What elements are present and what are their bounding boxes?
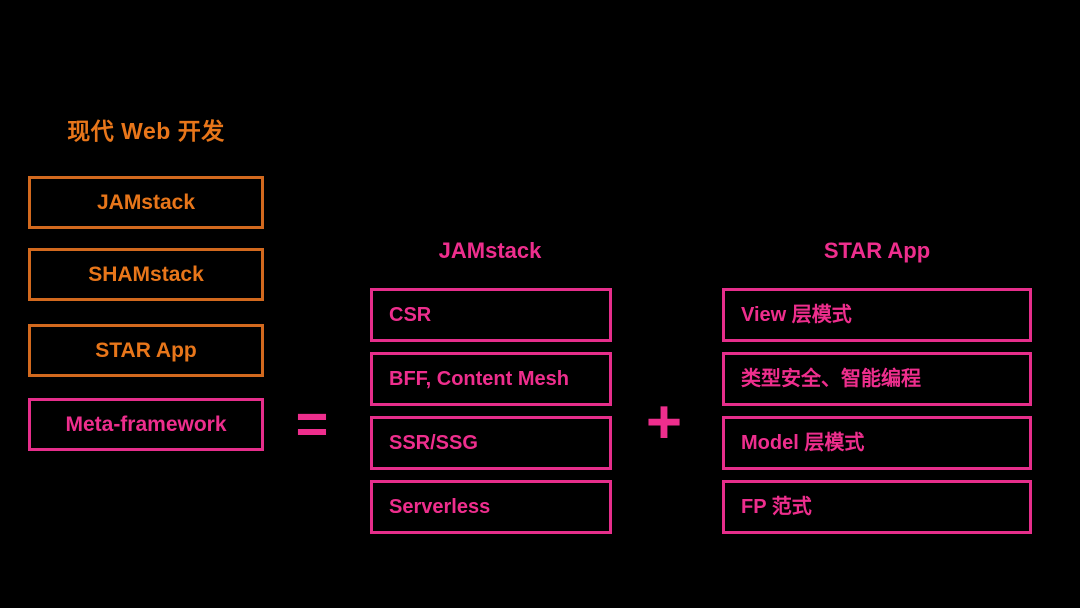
left-item-shamstack[interactable]: SHAMstack bbox=[28, 248, 264, 301]
right-item-view-layer-pattern-label: View 层模式 bbox=[741, 304, 852, 326]
right-item-fp-paradigm-label: FP 范式 bbox=[741, 496, 812, 518]
right-item-type-safety[interactable]: 类型安全、智能编程 bbox=[722, 352, 1032, 406]
middle-column-header: JAMstack bbox=[438, 238, 542, 263]
right-item-view-layer-pattern[interactable]: View 层模式 bbox=[722, 288, 1032, 342]
left-item-shamstack-label: SHAMstack bbox=[88, 263, 204, 286]
plus-operator-icon: + bbox=[645, 388, 683, 457]
left-item-jamstack[interactable]: JAMstack bbox=[28, 176, 264, 229]
middle-item-csr-label: CSR bbox=[389, 304, 432, 326]
right-item-fp-paradigm[interactable]: FP 范式 bbox=[722, 480, 1032, 534]
right-column-header: STAR App bbox=[823, 238, 931, 263]
middle-item-ssr-ssg[interactable]: SSR/SSG bbox=[370, 416, 612, 470]
left-item-meta-framework[interactable]: Meta-framework bbox=[28, 398, 264, 451]
middle-item-serverless[interactable]: Serverless bbox=[370, 480, 612, 534]
middle-item-serverless-label: Serverless bbox=[389, 496, 491, 518]
middle-item-csr[interactable]: CSR bbox=[370, 288, 612, 342]
middle-item-bff-content-mesh[interactable]: BFF, Content Mesh bbox=[370, 352, 612, 406]
right-item-model-layer-pattern[interactable]: Model 层模式 bbox=[722, 416, 1032, 470]
left-column-title: 现代 Web 开发 bbox=[67, 118, 225, 144]
equals-operator-icon: = bbox=[295, 392, 329, 455]
left-item-star-app[interactable]: STAR App bbox=[28, 324, 264, 377]
left-item-star-app-label: STAR App bbox=[95, 339, 197, 362]
right-item-model-layer-pattern-label: Model 层模式 bbox=[741, 432, 865, 454]
left-item-meta-framework-label: Meta-framework bbox=[65, 413, 227, 436]
middle-item-ssr-ssg-label: SSR/SSG bbox=[389, 432, 478, 454]
right-item-type-safety-label: 类型安全、智能编程 bbox=[741, 368, 921, 390]
middle-item-bff-content-mesh-label: BFF, Content Mesh bbox=[389, 368, 569, 390]
left-item-jamstack-label: JAMstack bbox=[96, 191, 196, 214]
